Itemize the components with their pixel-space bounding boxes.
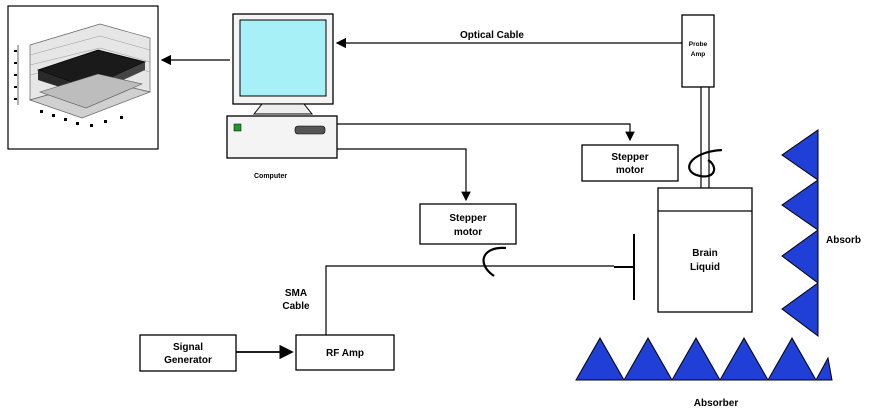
right-stepper-motor-label-line2: motor xyxy=(616,165,644,176)
cable-computer-to-right-stepper xyxy=(337,123,635,142)
brain-liquid-container xyxy=(657,187,753,313)
absorber-bottom xyxy=(575,336,833,381)
sma-cable-line xyxy=(325,265,614,335)
center-stepper-motor-box xyxy=(419,203,517,245)
3d-plot-window xyxy=(7,5,159,150)
monitor-stand xyxy=(252,103,314,115)
probe-rotation-arc xyxy=(688,148,723,178)
sma-cable-label-line1: SMA xyxy=(285,288,307,299)
probe-amp-label-line2: Amp xyxy=(691,51,705,58)
3d-surface-plot-icon xyxy=(14,23,152,127)
right-stepper-motor-label-line1: Stepper xyxy=(611,152,648,163)
computer-label: Computer xyxy=(254,173,287,180)
disk-drive-slot xyxy=(294,125,326,135)
sma-cable-label-line2: Cable xyxy=(282,301,310,312)
desktop-computer-icon xyxy=(226,13,338,159)
rf-amp-label: RF Amp xyxy=(326,348,364,359)
antenna-rotation-arc xyxy=(482,246,507,277)
signal-generator-label-line1: Signal xyxy=(173,342,203,353)
center-stepper-motor-label-line2: motor xyxy=(454,227,482,238)
center-stepper-motor-label-line1: Stepper xyxy=(449,213,486,224)
brain-liquid-label-line2: Liquid xyxy=(690,262,720,273)
brain-liquid-label-line1: Brain xyxy=(692,248,718,259)
optical-cable-label: Optical Cable xyxy=(460,30,524,41)
probe-amp-box xyxy=(681,14,715,88)
monitor-screen xyxy=(239,19,327,97)
right-stepper-motor-box xyxy=(581,144,679,182)
signal-generator-box xyxy=(139,334,237,372)
signal-generator-label-line2: Generator xyxy=(164,355,212,366)
absorber-bottom-label: Absorber xyxy=(694,398,739,409)
cable-computer-to-center-stepper xyxy=(337,148,471,202)
absorber-right xyxy=(781,129,819,337)
absorber-right-label: Absorb xyxy=(826,235,861,246)
rf-amp-box xyxy=(295,334,395,371)
computer-case xyxy=(226,115,338,159)
plot-surface-bottom xyxy=(39,73,143,109)
probe-amp-label-line1: Probe xyxy=(689,41,708,48)
power-led xyxy=(233,123,242,132)
